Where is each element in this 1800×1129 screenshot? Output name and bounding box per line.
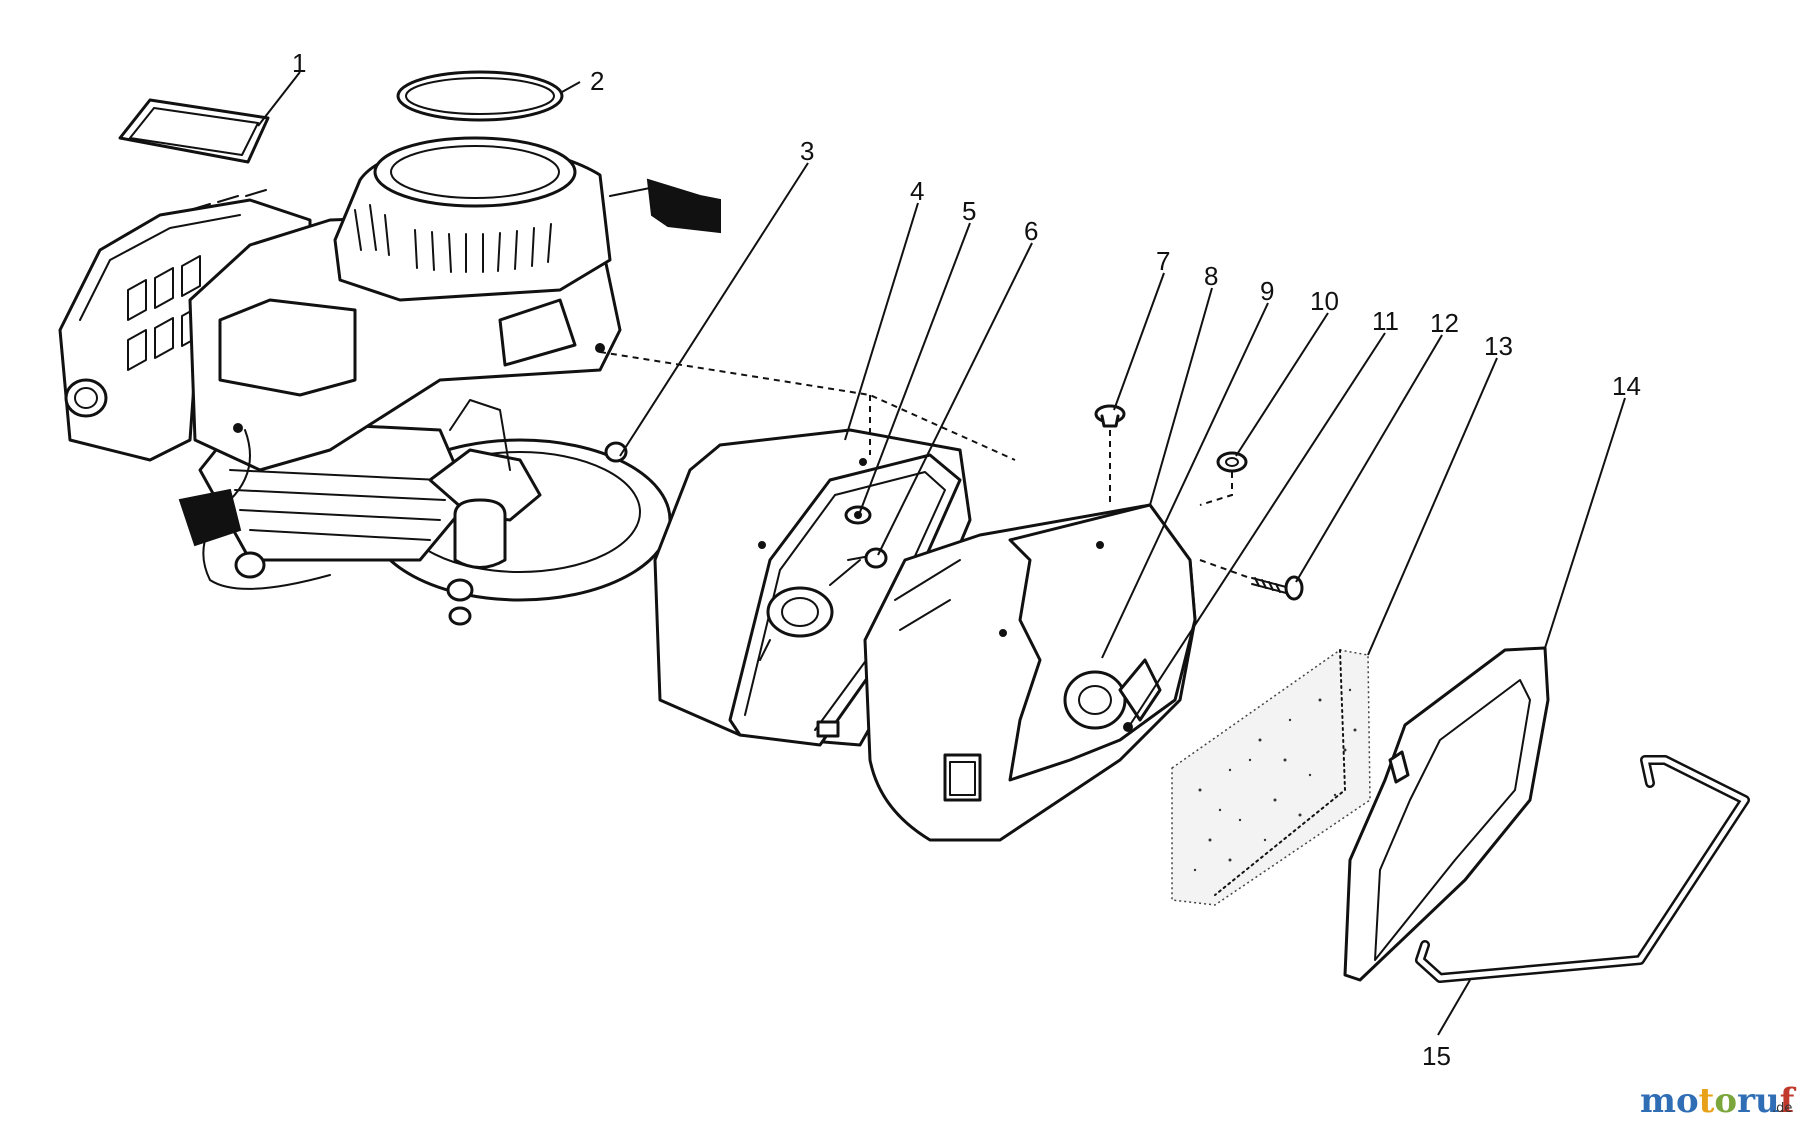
callout-5: 5: [962, 196, 976, 226]
watermark-tld: .de: [1772, 1101, 1792, 1116]
air-cleaner-body: [863, 503, 1197, 842]
wire-bail: [1415, 755, 1750, 983]
filter-cover: [1343, 646, 1550, 982]
callout-9: 9: [1260, 276, 1274, 306]
engine-assembly: [58, 136, 721, 626]
callout-7: 7: [1156, 246, 1170, 276]
callout-10: 10: [1310, 286, 1339, 316]
callout-12: 12: [1430, 308, 1459, 338]
washer: [844, 505, 872, 525]
callout-labels: 1 2 3 4 5 6 7 8 9 10 11 12 13 14 15: [292, 48, 1641, 1071]
callout-6: 6: [1024, 216, 1038, 246]
gasket-ring: [396, 70, 564, 122]
foam-filter: [1171, 649, 1371, 906]
watermark-logo: motoruf .de: [1640, 1081, 1797, 1121]
decal-plate: [118, 98, 270, 164]
callout-3: 3: [800, 136, 814, 166]
callout-8: 8: [1204, 261, 1218, 291]
grommet: [1216, 451, 1248, 473]
callout-1: 1: [292, 48, 306, 78]
bolt: [1251, 575, 1304, 601]
callout-13: 13: [1484, 331, 1513, 361]
callout-15: 15: [1422, 1041, 1451, 1071]
alignment-lines: [599, 351, 1251, 579]
leader-lines: [257, 71, 1626, 1036]
knob: [1094, 404, 1126, 428]
callout-11: 11: [1372, 306, 1399, 336]
callout-2: 2: [590, 66, 604, 96]
svg-text:motoruf: motoruf: [1640, 1081, 1797, 1121]
callout-4: 4: [910, 176, 924, 206]
screw: [847, 547, 888, 569]
callout-14: 14: [1612, 371, 1641, 401]
